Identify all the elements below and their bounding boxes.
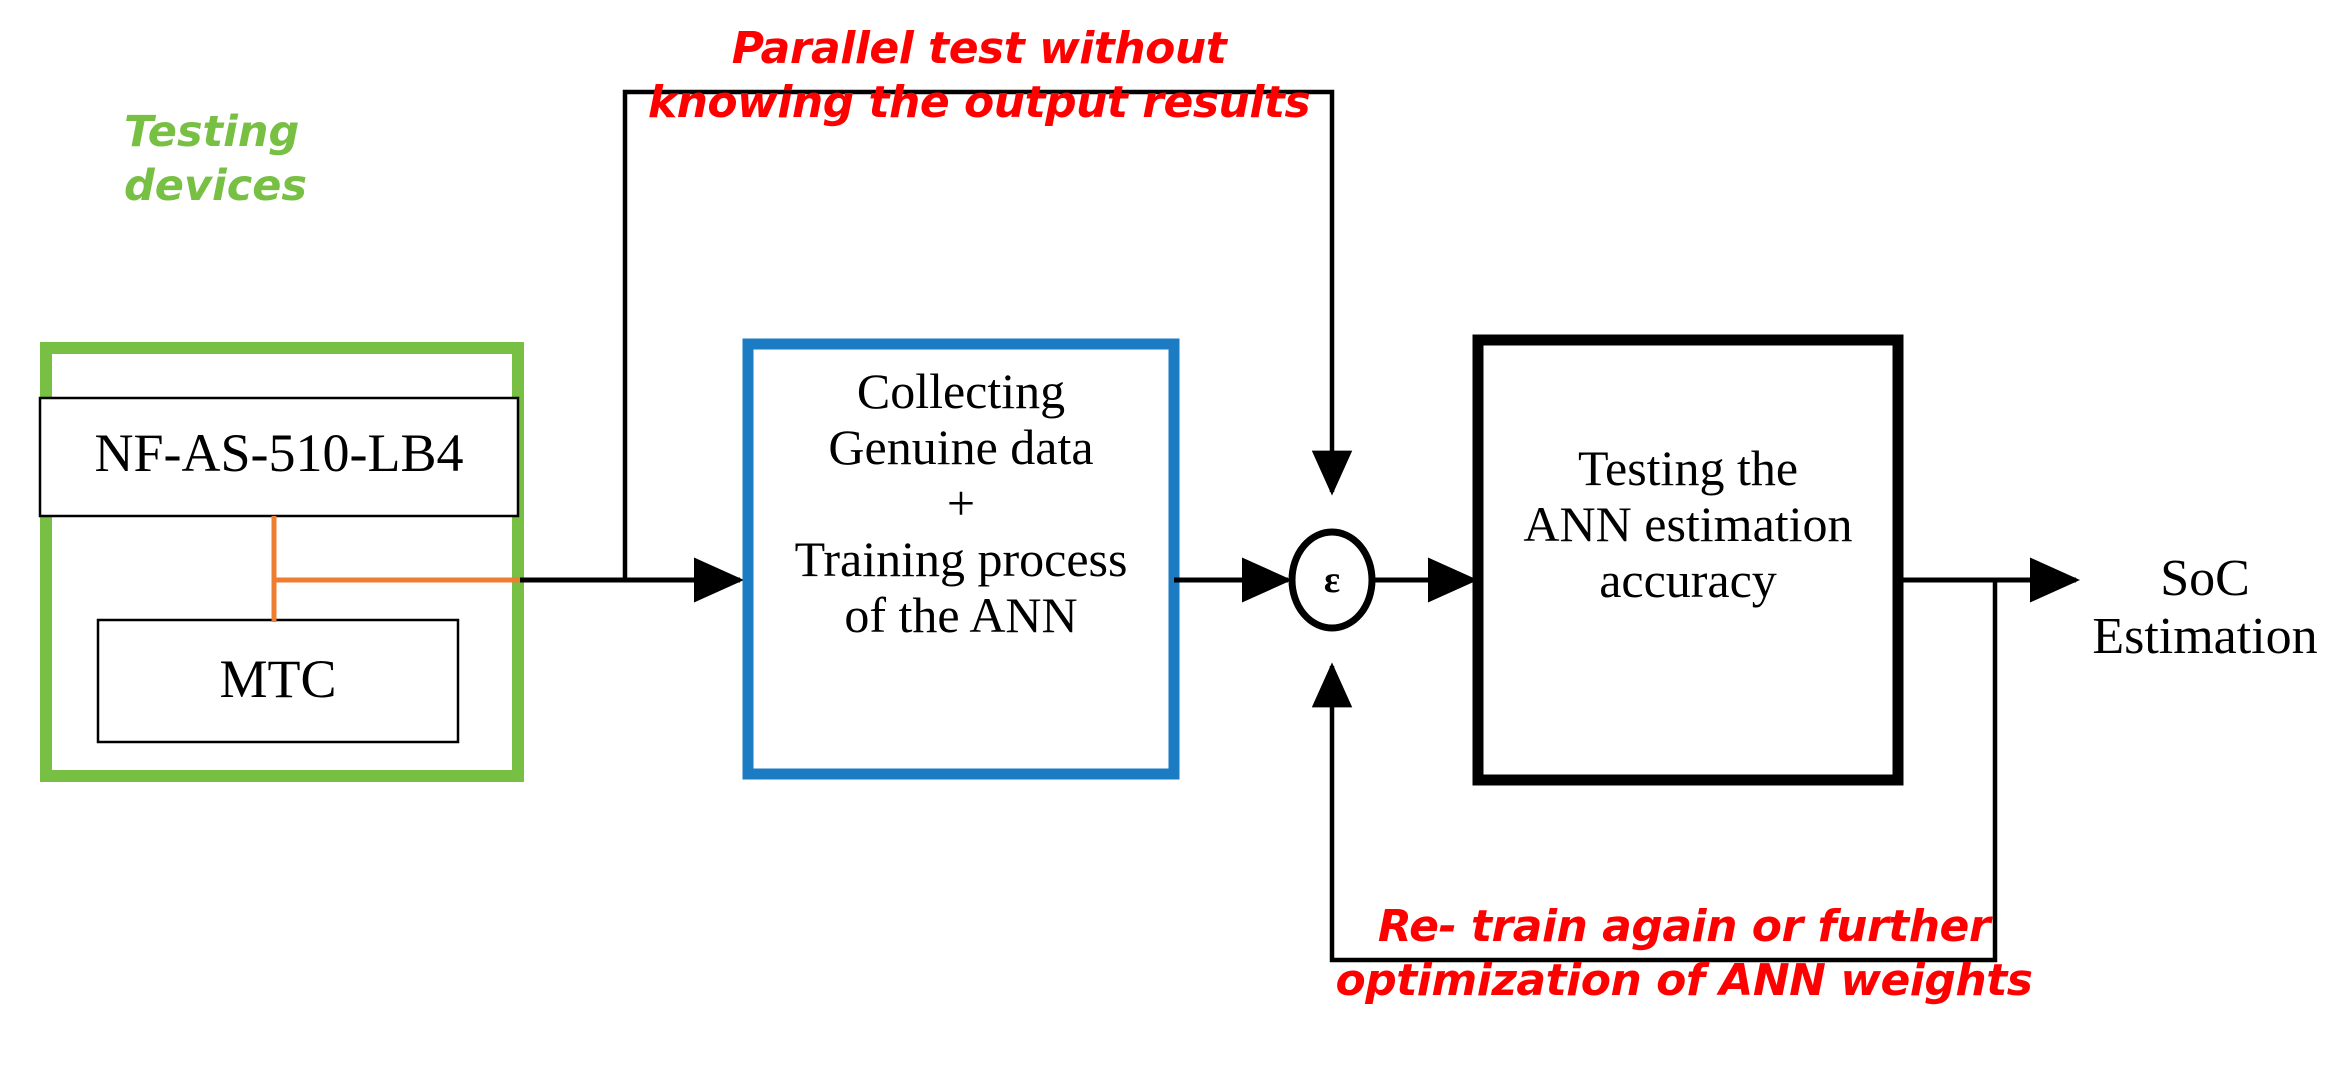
parallel-test-feedback-line <box>622 89 1353 580</box>
testing-box-label: Testing the ANN estimation accuracy <box>1523 440 1853 608</box>
summing-junction-label: ε <box>1323 559 1341 601</box>
mtc-label: MTC <box>219 649 337 709</box>
retrain-note: Re- train again or further optimization … <box>1335 901 2033 1006</box>
instrument-box <box>38 396 520 518</box>
parallel-test-note: Parallel test without knowing the output… <box>647 23 1311 128</box>
training-box-label: Collecting Genuine data + Training proce… <box>794 363 1128 643</box>
retrain-feedback-line <box>1311 580 1998 963</box>
training-box <box>742 338 1180 780</box>
testing-box <box>1472 334 1904 786</box>
testing-devices-label: Testing devices <box>124 107 307 211</box>
output-label: SoC Estimation <box>2092 550 2318 666</box>
instrument-label: NF-AS-510-LB4 <box>94 423 464 483</box>
mtc-box <box>96 618 460 744</box>
